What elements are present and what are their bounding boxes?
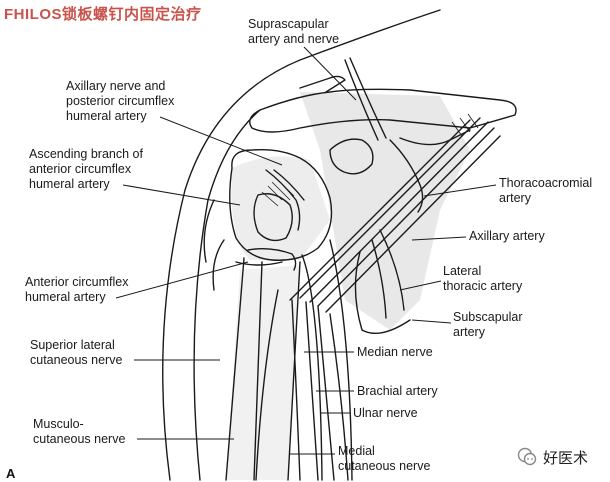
label-line: Musculo- bbox=[33, 417, 125, 432]
label-line: Axillary nerve and bbox=[66, 79, 174, 94]
label-axillary-nerve: Axillary nerve and posterior circumflex … bbox=[66, 79, 174, 124]
label-axillary-artery: Axillary artery bbox=[469, 229, 545, 244]
label-line: cutaneous nerve bbox=[30, 353, 122, 368]
label-line: cutaneous nerve bbox=[338, 459, 430, 474]
label-line: Median nerve bbox=[357, 345, 433, 360]
label-lateral-thoracic: Lateral thoracic artery bbox=[443, 264, 522, 294]
label-line: Lateral bbox=[443, 264, 522, 279]
label-line: anterior circumflex bbox=[29, 162, 143, 177]
wechat-icon bbox=[516, 446, 538, 468]
label-ascending-branch: Ascending branch of anterior circumflex … bbox=[29, 147, 143, 192]
label-line: artery and nerve bbox=[248, 32, 339, 47]
label-line: Axillary artery bbox=[469, 229, 545, 244]
label-line: posterior circumflex bbox=[66, 94, 174, 109]
label-line: Ulnar nerve bbox=[353, 406, 418, 421]
label-brachial-artery: Brachial artery bbox=[357, 384, 438, 399]
label-line: Anterior circumflex bbox=[25, 275, 129, 290]
label-line: Suprascapular bbox=[248, 17, 339, 32]
label-line: humeral artery bbox=[66, 109, 174, 124]
label-ulnar-nerve: Ulnar nerve bbox=[353, 406, 418, 421]
label-line: Ascending branch of bbox=[29, 147, 143, 162]
wechat-account-name: 好医术 bbox=[543, 447, 588, 468]
figure-letter: A bbox=[6, 466, 15, 481]
label-subscapular: Subscapular artery bbox=[453, 310, 523, 340]
label-line: cutaneous nerve bbox=[33, 432, 125, 447]
label-line: artery bbox=[499, 191, 592, 206]
wechat-account-badge: 好医术 bbox=[516, 446, 588, 468]
label-medial-cutaneous: Medial cutaneous nerve bbox=[338, 444, 430, 474]
label-anterior-circumflex: Anterior circumflex humeral artery bbox=[25, 275, 129, 305]
label-median-nerve: Median nerve bbox=[357, 345, 433, 360]
label-line: Brachial artery bbox=[357, 384, 438, 399]
label-line: artery bbox=[453, 325, 523, 340]
label-line: humeral artery bbox=[25, 290, 129, 305]
label-musculocutaneous: Musculo- cutaneous nerve bbox=[33, 417, 125, 447]
label-thoracoacromial: Thoracoacromial artery bbox=[499, 176, 592, 206]
label-line: Superior lateral bbox=[30, 338, 122, 353]
label-suprascapular: Suprascapular artery and nerve bbox=[248, 17, 339, 47]
label-line: thoracic artery bbox=[443, 279, 522, 294]
label-line: Subscapular bbox=[453, 310, 523, 325]
label-line: humeral artery bbox=[29, 177, 143, 192]
watermark-text: FHILOS锁板螺钉内固定治疗 bbox=[4, 3, 202, 24]
label-line: Thoracoacromial bbox=[499, 176, 592, 191]
label-line: Medial bbox=[338, 444, 430, 459]
label-superior-lateral: Superior lateral cutaneous nerve bbox=[30, 338, 122, 368]
